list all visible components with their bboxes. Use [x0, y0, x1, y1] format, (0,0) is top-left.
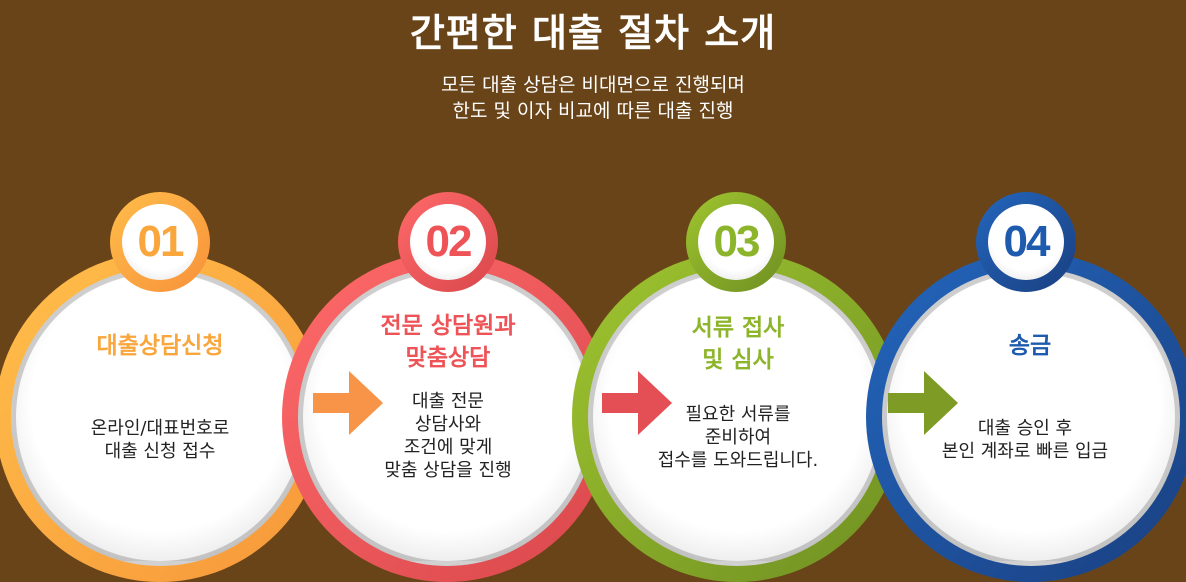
heading-line: 서류 접사 — [691, 315, 785, 341]
heading-line: 및 심사 — [702, 347, 774, 373]
step-heading: 대출상담신청 — [40, 330, 280, 362]
subtitle-line: 한도 및 이자 비교에 따른 대출 진행 — [452, 100, 734, 122]
step-number: 04 — [988, 204, 1064, 280]
desc-line: 준비하여 — [704, 427, 772, 448]
step-2-badge: 02 — [398, 192, 498, 292]
step-1-badge: 01 — [110, 192, 210, 292]
desc-line: 필요한 서류를 — [685, 404, 791, 425]
desc-line: 대출 신청 접수 — [104, 441, 216, 462]
desc-line: 온라인/대표번호로 — [90, 418, 230, 439]
heading-line: 전문 상담원과 — [380, 313, 516, 339]
heading-line: 대출상담신청 — [96, 333, 224, 359]
step-number: 03 — [698, 204, 774, 280]
desc-line: 본인 계좌로 빠른 입금 — [941, 441, 1109, 462]
step-3-badge: 03 — [686, 192, 786, 292]
step-heading: 송금 — [910, 330, 1150, 362]
step-1-circle — [0, 252, 325, 582]
step-3-circle — [572, 252, 902, 582]
desc-line: 맞춤 상담을 진행 — [384, 460, 512, 481]
subtitle: 모든 대출 상담은 비대면으로 진행되며 한도 및 이자 비교에 따른 대출 진… — [0, 72, 1186, 124]
desc-line: 접수를 도와드립니다. — [657, 450, 819, 471]
arrow-right-icon — [602, 371, 672, 435]
desc-line: 대출 승인 후 — [977, 418, 1073, 439]
step-number: 02 — [410, 204, 486, 280]
arrow-right-icon — [888, 371, 958, 435]
arrow-right-icon — [313, 371, 383, 435]
page-title: 간편한 대출 절차 소개 — [409, 11, 777, 55]
step-number: 01 — [122, 204, 198, 280]
desc-line: 대출 전문 — [412, 391, 484, 412]
desc-line: 조건에 맞게 — [403, 437, 493, 458]
desc-line: 상담사와 — [414, 414, 482, 435]
heading-line: 송금 — [1008, 333, 1052, 359]
step-4-badge: 04 — [976, 192, 1076, 292]
heading-line: 맞춤상담 — [405, 345, 491, 371]
subtitle-line: 모든 대출 상담은 비대면으로 진행되며 — [441, 74, 745, 96]
